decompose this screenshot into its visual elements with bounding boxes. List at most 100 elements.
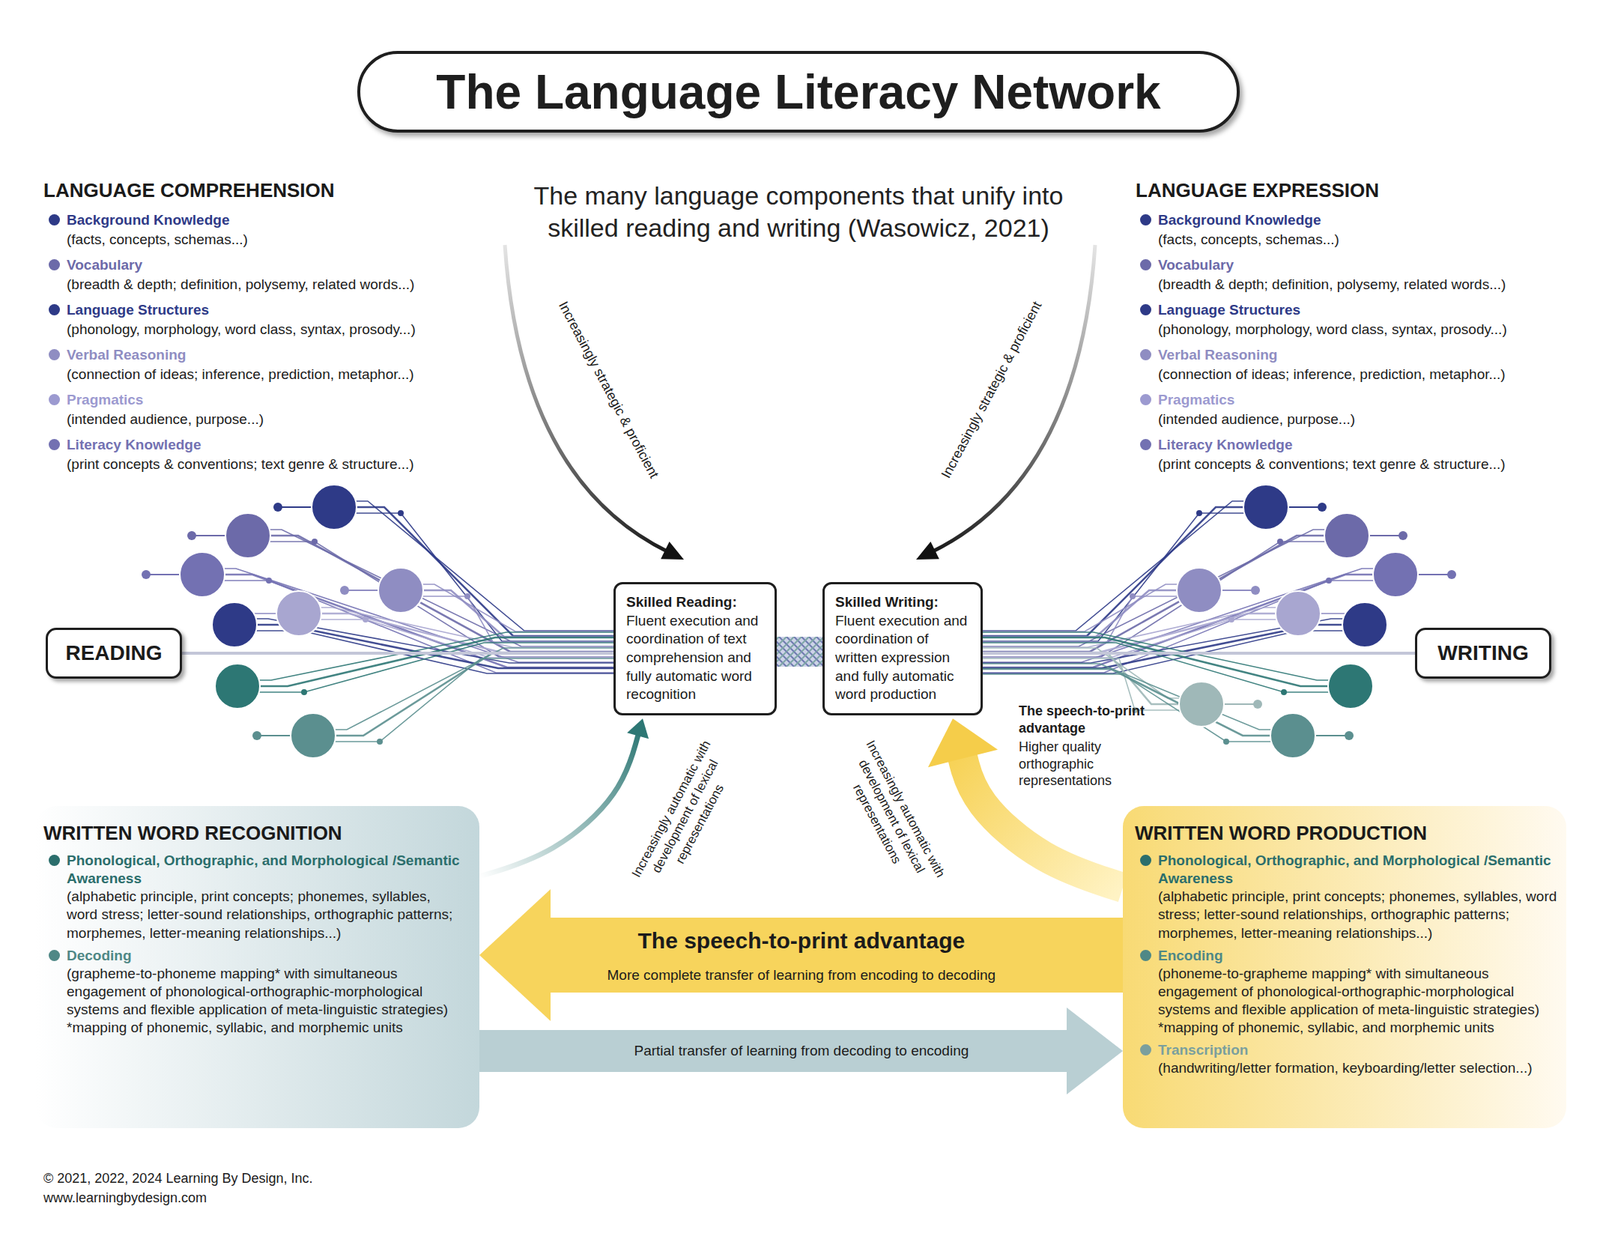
panel-shape: [1122, 805, 1567, 1129]
component-name: Vocabulary: [1158, 256, 1234, 275]
connector-label: Increasingly automatic with development …: [826, 722, 957, 911]
strategic-arrow: [504, 244, 668, 552]
network-wire: [982, 529, 1347, 647]
section-heading: LANGUAGE COMPREHENSION: [43, 178, 335, 204]
node-text: Phonological, Orthographic, and Morpholo…: [1158, 851, 1561, 888]
wire-dot: [362, 616, 369, 623]
wire-dot: [1223, 738, 1230, 745]
terminal-box: WRITING: [1414, 627, 1552, 679]
wire-dot: [273, 502, 283, 512]
panel-shape: [35, 805, 480, 1129]
network-circle: [1270, 713, 1316, 759]
wire-dot: [397, 510, 404, 517]
node-heading: Skilled Writing:: [835, 593, 971, 612]
node-text: (grapheme-to-phoneme mapping* with simul…: [66, 964, 465, 1019]
copyright: © 2021, 2022, 2024 Learning By Design, I…: [43, 1170, 314, 1188]
title-banner: The Language Literacy Network: [357, 50, 1240, 133]
node-heading: WRITTEN WORD PRODUCTION: [1134, 820, 1561, 846]
arrow-caption: The speech-to-print advantage: [1018, 702, 1147, 737]
network-wire: [247, 529, 614, 647]
wire-dot: [1317, 502, 1327, 512]
arrowhead: [1066, 1007, 1123, 1095]
network-circle: [1342, 602, 1388, 648]
connector-label: Partial transfer of learning from decodi…: [631, 1041, 973, 1061]
section-heading: LANGUAGE EXPRESSION: [1135, 178, 1380, 204]
arrow-caption: Higher quality orthographic representati…: [1018, 738, 1147, 790]
wire-dot: [265, 577, 272, 584]
network-wire: [237, 632, 614, 681]
node-text: Encoding: [1158, 946, 1561, 965]
network-circle: [179, 552, 225, 598]
skill-panel: WRITTEN WORD PRODUCTION Phonological, Ort…: [1122, 805, 1567, 1129]
arrow-caption: Increasingly strategic & proficient: [554, 298, 663, 481]
wire-dot: [1344, 731, 1354, 741]
wire-dot: [1277, 538, 1284, 545]
network-wire: [982, 642, 1351, 693]
node-text: Phonological, Orthographic, and Morpholo…: [66, 851, 465, 888]
component-description: (breadth & depth; definition, polysemy, …: [66, 275, 415, 295]
wire-dot: [301, 689, 308, 696]
wire-dot: [311, 538, 318, 545]
component-name: Background Knowledge: [1158, 211, 1321, 230]
component-description: (intended audience, purpose...): [66, 410, 264, 430]
wire-dot: [464, 593, 471, 600]
wire-dot: [252, 731, 262, 741]
network-wire: [237, 637, 614, 687]
network-wire: [982, 658, 1202, 711]
node-text: Decoding: [66, 946, 465, 965]
component-description: (connection of ideas; inference, predict…: [66, 365, 415, 385]
network-wire: [982, 668, 1293, 736]
network-circle: [1176, 567, 1222, 613]
connector-group: [182, 653, 614, 654]
network-wire: [982, 535, 1347, 652]
wire-dot: [340, 585, 350, 595]
network-circle: [211, 602, 257, 648]
connector-label: The speech-to-print advantage: [635, 925, 969, 956]
connector-group: [479, 718, 649, 877]
component-name: Vocabulary: [66, 256, 143, 275]
component-description: (connection of ideas; inference, predict…: [1158, 365, 1506, 385]
network-wire: [982, 674, 1293, 742]
network-wire: [247, 535, 614, 652]
network-circle: [1328, 663, 1374, 709]
component-description: (facts, concepts, schemas...): [66, 230, 248, 250]
node-heading: WRITTEN WORD RECOGNITION: [43, 820, 465, 846]
connector-group: [776, 651, 823, 653]
connector-label: Increasingly automatic with development …: [620, 722, 751, 911]
wire-dot: [187, 531, 197, 541]
wire-dot: [1129, 593, 1136, 600]
component-description: (breadth & depth; definition, polysemy, …: [1158, 275, 1506, 295]
node-text: (phoneme-to-grapheme mapping* with simul…: [1158, 964, 1561, 1019]
component-name: Literacy Knowledge: [66, 435, 202, 455]
network-circle: [311, 484, 357, 530]
outcome-box: Skilled Reading:Fluent execution and coo…: [613, 582, 777, 716]
node-text: (alphabetic principle, print concepts; p…: [1158, 887, 1561, 942]
wire-dot: [1250, 585, 1260, 595]
network-circle: [1275, 591, 1321, 636]
network-circle: [225, 513, 271, 559]
node-text: (handwriting/letter formation, keyboardi…: [1158, 1059, 1561, 1078]
connector-group: [982, 653, 1415, 654]
arrowhead: [928, 718, 998, 768]
network-wire: [982, 637, 1351, 687]
component-description: (phonology, morphology, word class, synt…: [1158, 320, 1508, 340]
network-wire: [313, 647, 614, 730]
network-circle: [1324, 513, 1370, 559]
network-circle: [1243, 484, 1289, 530]
network-link: [982, 651, 1415, 655]
network-wire: [400, 584, 614, 632]
wire-group: [982, 484, 1457, 759]
component-description: (intended audience, purpose...): [1158, 410, 1356, 430]
wire-dot: [141, 570, 151, 580]
arrowhead: [660, 541, 684, 560]
component-name: Language Structures: [66, 301, 209, 320]
arrow-caption: Increasingly strategic & proficient: [937, 298, 1047, 481]
node-text: (alphabetic principle, print concepts; p…: [66, 887, 465, 942]
wire-dot: [1325, 577, 1332, 584]
component-description: (print concepts & conventions; text genr…: [1158, 455, 1506, 475]
network-circle: [1373, 552, 1418, 598]
component-description: (print concepts & conventions; text genr…: [66, 455, 415, 475]
network-circle: [1179, 681, 1224, 727]
wire-dot: [1398, 531, 1408, 541]
